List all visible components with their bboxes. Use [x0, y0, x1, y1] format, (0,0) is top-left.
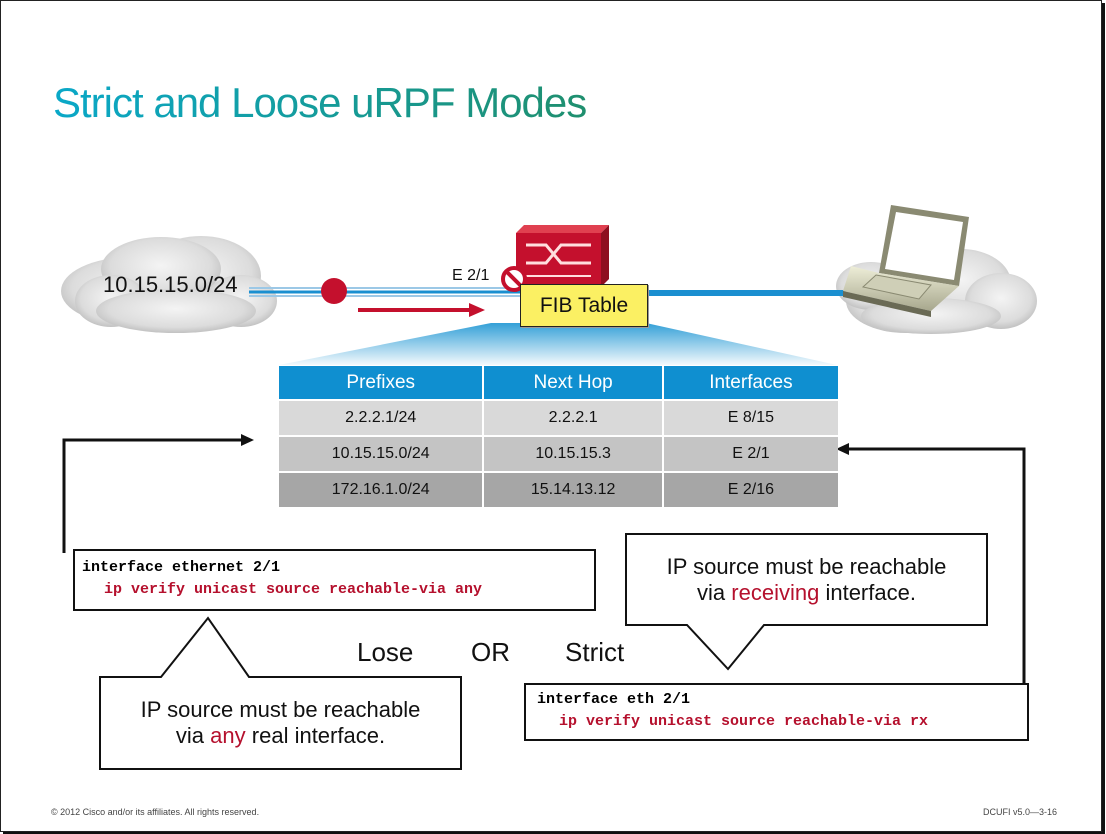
- header-prefixes: Prefixes: [279, 366, 485, 400]
- loose-config-line2: ip verify unicast source reachable-via a…: [104, 581, 483, 598]
- slide-title: Strict and Loose uRPF Modes: [53, 79, 587, 126]
- table-row: 2.2.2.1/24 2.2.2.1 E 8/15: [279, 399, 838, 436]
- fib-table: Prefixes Next Hop Interfaces 2.2.2.1/24 …: [279, 366, 838, 507]
- packet-dot-icon: [321, 278, 347, 304]
- loose-callout-text: IP source must be reachable via any real…: [100, 697, 461, 749]
- fib-table-header: Prefixes Next Hop Interfaces: [279, 366, 838, 400]
- loose-bracket-arrow: [62, 434, 254, 553]
- mode-strict-label: Strict: [565, 637, 625, 667]
- loose-config-box: interface ethernet 2/1 ip verify unicast…: [73, 549, 596, 611]
- network-label: 10.15.15.0/24: [103, 272, 238, 297]
- loose-callout-line1: IP source must be reachable: [140, 697, 421, 722]
- footer-course-code: DCUFI v5.0—3-16: [983, 807, 1058, 817]
- mode-loose-label: Lose: [357, 637, 414, 667]
- strict-callout-bubble: [625, 533, 988, 671]
- next-hop-cell: 2.2.2.1: [483, 399, 664, 436]
- interface-cell: E 2/1: [662, 435, 838, 472]
- next-hop-cell: 10.15.15.3: [483, 435, 664, 472]
- urpf-check-icon: [501, 266, 527, 292]
- footer-copyright: © 2012 Cisco and/or its affiliates. All …: [51, 807, 260, 817]
- header-interfaces: Interfaces: [662, 366, 838, 400]
- switch-icon: [516, 225, 609, 287]
- loose-callout-highlight: any: [210, 723, 246, 748]
- strict-callout-line1: IP source must be reachable: [666, 554, 947, 579]
- table-row: 172.16.1.0/24 15.14.13.12 E 2/16: [279, 471, 838, 507]
- strict-config-line1: interface eth 2/1: [537, 691, 691, 708]
- prefix-cell: 172.16.1.0/24: [279, 471, 485, 507]
- traffic-arrow-icon: [358, 303, 485, 317]
- strict-config-line2: ip verify unicast source reachable-via r…: [559, 713, 929, 730]
- ingress-link: [249, 287, 521, 297]
- strict-bracket-arrow: [836, 443, 1026, 687]
- mode-or-label: OR: [471, 637, 510, 667]
- laptop-icon: [843, 205, 969, 317]
- loose-callout-line2: via any real interface.: [100, 723, 461, 749]
- loose-config-line1: interface ethernet 2/1: [82, 559, 281, 576]
- fib-beam: [279, 323, 837, 365]
- strict-callout-line2: via receiving interface.: [626, 580, 987, 606]
- interface-label: E 2/1: [452, 267, 490, 284]
- loose-callout-pre: via: [175, 723, 211, 748]
- strict-callout-highlight: receiving: [731, 580, 820, 605]
- fib-table-label: FIB Table: [520, 284, 648, 327]
- strict-callout-text: IP source must be reachable via receivin…: [626, 554, 987, 606]
- loose-callout-bubble: [99, 616, 462, 770]
- strict-config-box: interface eth 2/1 ip verify unicast sour…: [524, 683, 1029, 741]
- prefix-cell: 10.15.15.0/24: [279, 435, 485, 472]
- prefix-cell: 2.2.2.1/24: [279, 399, 485, 436]
- header-next-hop: Next Hop: [483, 366, 664, 400]
- next-hop-cell: 15.14.13.12: [483, 471, 664, 507]
- loose-callout-post: real interface.: [245, 723, 386, 748]
- interface-cell: E 2/16: [662, 471, 838, 507]
- strict-callout-post: interface.: [819, 580, 916, 605]
- interface-cell: E 8/15: [662, 399, 838, 436]
- left-cloud-icon: [61, 236, 277, 333]
- strict-callout-pre: via: [697, 580, 732, 605]
- table-row: 10.15.15.0/24 10.15.15.3 E 2/1: [279, 435, 838, 472]
